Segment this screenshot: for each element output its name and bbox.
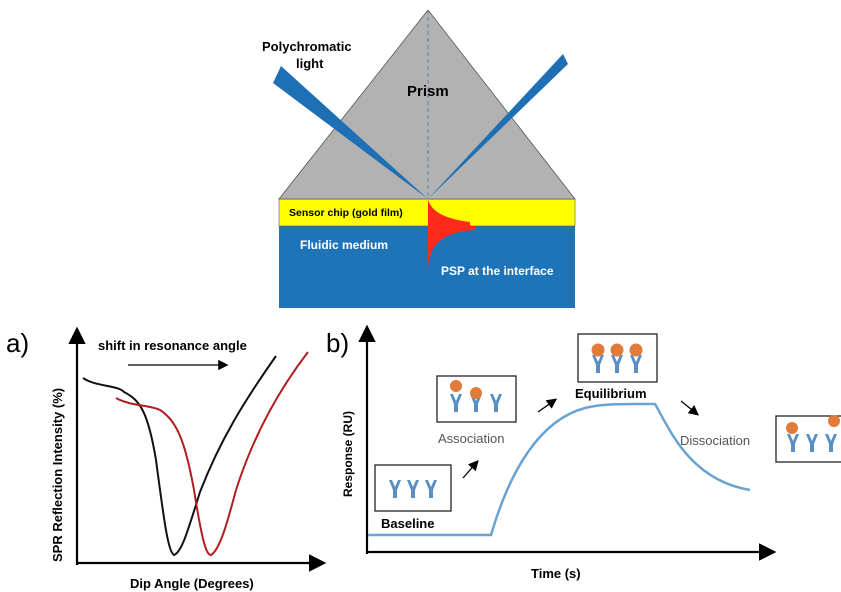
equilibrium-arrow: [537, 398, 558, 413]
psp-field-upper: [428, 200, 470, 226]
panel-b-y-label: Response (RU): [341, 411, 355, 497]
dissociation-arrow: [680, 400, 700, 416]
panel-b: b) Response (RU) Time (s) Baseline Assoc…: [326, 324, 841, 581]
panel-a-x-label: Dip Angle (Degrees): [130, 576, 254, 591]
prism: [278, 9, 576, 200]
curve-after: [115, 351, 309, 557]
curve-before: [82, 355, 277, 557]
fluid-label: Fluidic medium: [300, 238, 388, 252]
association-arrow: [462, 460, 479, 479]
spr-setup-diagram: Polychromatic light Prism Sensor chip (g…: [262, 9, 576, 308]
panel-a-tag: a): [6, 328, 29, 358]
sensorgram-curve: [368, 402, 751, 537]
equilibrium-box: [577, 333, 658, 383]
baseline-label: Baseline: [381, 516, 434, 531]
equilibrium-molecules: [591, 343, 643, 373]
shift-annotation: shift in resonance angle: [98, 338, 247, 353]
panel-a-y-label: SPR Reflection Intensity (%): [50, 388, 65, 562]
psp-label: PSP at the interface: [441, 264, 554, 278]
equilibrium-label: Equilibrium: [575, 386, 647, 401]
sensor-chip-label: Sensor chip (gold film): [289, 207, 403, 219]
association-molecules: [450, 380, 502, 412]
incident-beam: [273, 66, 428, 199]
dissociation-molecules: [786, 415, 840, 452]
fluidic-medium: [279, 226, 575, 308]
panel-b-tag: b): [326, 328, 349, 358]
prism-label: Prism: [407, 83, 449, 100]
dissociation-label: Dissociation: [680, 433, 750, 448]
panel-b-x-label: Time (s): [531, 566, 581, 581]
association-label: Association: [438, 431, 504, 446]
light-label: Polychromatic light: [262, 39, 355, 71]
association-box: [436, 375, 517, 423]
gold-film: [278, 198, 576, 227]
reflected-beam: [428, 54, 568, 199]
panel-a: a) SPR Reflection Intensity (%) Dip Angl…: [6, 326, 327, 591]
